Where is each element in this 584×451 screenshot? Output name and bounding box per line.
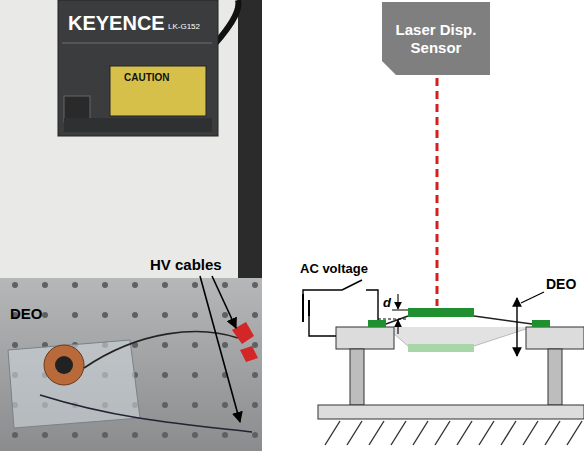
part-label: DEO — [546, 276, 576, 292]
warning-label: CAUTION — [124, 72, 170, 84]
model-label: LK-G152 — [168, 22, 200, 31]
sensor-name: Laser Disp. Sensor — [382, 21, 490, 57]
sensor-box: Laser Disp. Sensor — [382, 2, 490, 75]
signal-label: AC voltage — [300, 262, 368, 277]
part-label: HV cables — [150, 256, 222, 273]
dimension-label: d — [383, 296, 391, 311]
part-label: DEO — [10, 305, 43, 322]
photo — [0, 0, 262, 451]
sensor-shape — [382, 2, 490, 75]
brand-label: KEYENCE — [68, 12, 165, 35]
